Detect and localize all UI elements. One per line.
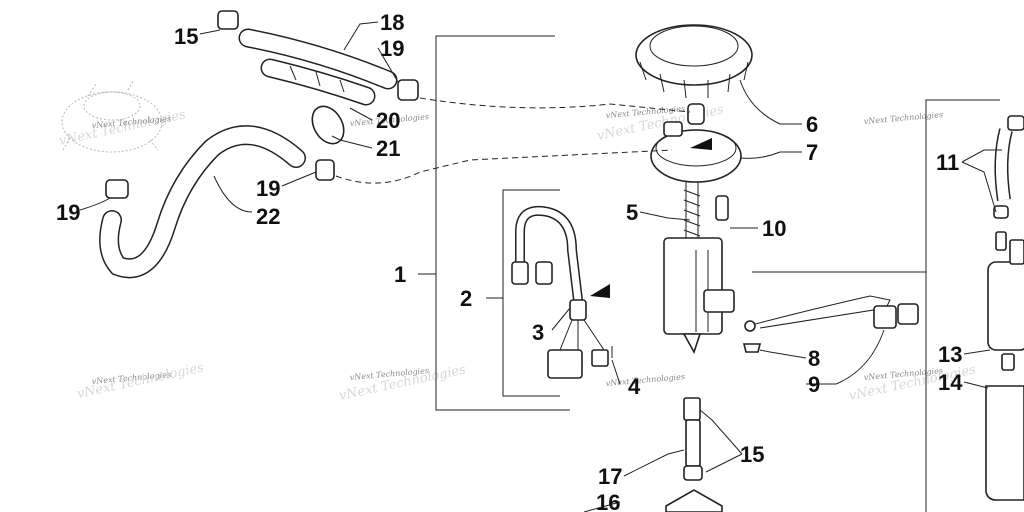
- callout-1: 1: [394, 262, 406, 287]
- callout-13: 13: [938, 342, 962, 367]
- pump-body: [663, 182, 735, 354]
- clamp-15-top: [217, 10, 239, 30]
- routing-lines: [335, 97, 691, 184]
- washer-8: [742, 343, 762, 353]
- clamp-19-left: [105, 179, 129, 199]
- callout-19: 19: [380, 36, 404, 61]
- callout-14: 14: [938, 370, 963, 395]
- callout-numbers: 15 18 19 20 21 19 22 19 1 2 3 4 5 6 7 10…: [56, 10, 963, 512]
- callout-22: 22: [256, 204, 280, 229]
- callout-8: 8: [808, 346, 820, 371]
- assembly-brackets: [418, 35, 1000, 512]
- callout-16: 16: [596, 490, 620, 512]
- pump-flange-7: [650, 103, 742, 183]
- clamp-19-mid: [315, 159, 335, 181]
- callout-6: 6: [806, 112, 818, 137]
- callout-19: 19: [56, 200, 80, 225]
- clamp-parts: [105, 10, 419, 199]
- sender-10: [703, 289, 735, 313]
- callout-2: 2: [460, 286, 472, 311]
- callout-5: 5: [626, 200, 638, 225]
- callout-20: 20: [376, 108, 400, 133]
- hose-22: [99, 125, 306, 279]
- callout-17: 17: [598, 464, 622, 489]
- right-pump-assembly: [985, 115, 1024, 501]
- leader-lines: [79, 21, 1002, 512]
- watermark: vNext Technologies: [863, 110, 943, 126]
- outlet-fitting: [665, 397, 723, 512]
- callout-11: 11: [936, 150, 959, 175]
- callout-21: 21: [376, 136, 400, 161]
- sensor-lead-9: [742, 295, 919, 353]
- wiring-harness: [511, 206, 613, 379]
- lock-ring-6: [635, 24, 753, 99]
- callout-19: 19: [256, 176, 280, 201]
- ghost-pump-outline: [61, 79, 163, 153]
- spring-clip-21: [311, 105, 345, 145]
- callout-15: 15: [740, 442, 764, 467]
- callout-7: 7: [806, 140, 818, 165]
- hose-20: [260, 58, 376, 106]
- callout-15: 15: [174, 24, 198, 49]
- callout-3: 3: [532, 320, 544, 345]
- callout-4: 4: [628, 374, 641, 399]
- clamp-19-top: [397, 79, 419, 101]
- hose-18: [238, 28, 398, 90]
- callout-10: 10: [762, 216, 786, 241]
- watermark: vNext Technologies: [605, 372, 685, 388]
- callout-18: 18: [380, 10, 404, 35]
- callout-9: 9: [808, 372, 820, 397]
